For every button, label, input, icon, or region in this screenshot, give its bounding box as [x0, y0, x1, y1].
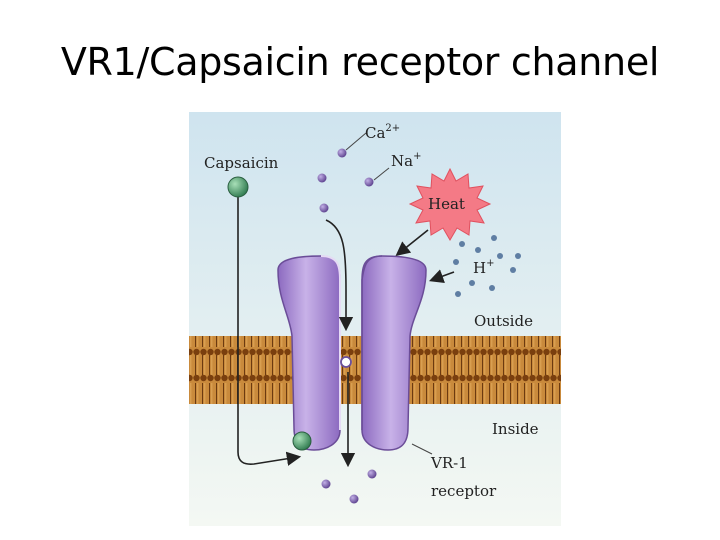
na-label: Na+ [391, 151, 421, 170]
bound-capsaicin-molecule [292, 431, 312, 451]
receptor-label-line2: receptor [431, 482, 497, 500]
capsaicin-label: Capsaicin [204, 154, 279, 172]
vr1-diagram-svg: Capsaicin Ca2+ Na+ Heat H+ Outside Insid… [189, 112, 561, 526]
inside-label: Inside [492, 420, 539, 438]
cations-outside [317, 148, 374, 213]
receptor-pointer-line [411, 443, 433, 455]
protons [453, 235, 521, 297]
heat-label: Heat [428, 195, 465, 213]
receptor-label-line1: VR-1 [430, 454, 468, 472]
h-label-charge: + [486, 258, 494, 269]
capsaicin-molecule [227, 176, 249, 198]
ca-label: Ca2+ [365, 123, 400, 142]
outside-label: Outside [474, 312, 533, 330]
h-label-symbol: H [473, 259, 486, 277]
pore-ion [340, 356, 352, 368]
na-pointer-line [373, 167, 390, 181]
heat-burst [408, 167, 492, 241]
slide-title: VR1/Capsaicin receptor channel [60, 40, 660, 84]
ca-pointer-line [345, 132, 367, 151]
ca-label-symbol: Ca [365, 124, 385, 142]
heat-arrow [395, 229, 429, 256]
capsaicin-pathway-arrow [237, 194, 302, 466]
vr1-channel [277, 255, 427, 451]
proton-arrow [428, 269, 455, 283]
na-label-symbol: Na [391, 152, 413, 170]
cations-inside [321, 469, 377, 504]
vr1-diagram: Capsaicin Ca2+ Na+ Heat H+ Outside Insid… [186, 110, 564, 528]
ca-label-charge: 2+ [385, 123, 400, 134]
na-label-charge: + [413, 151, 421, 162]
ion-flow-arrow [325, 219, 354, 332]
h-label: H+ [473, 258, 494, 277]
